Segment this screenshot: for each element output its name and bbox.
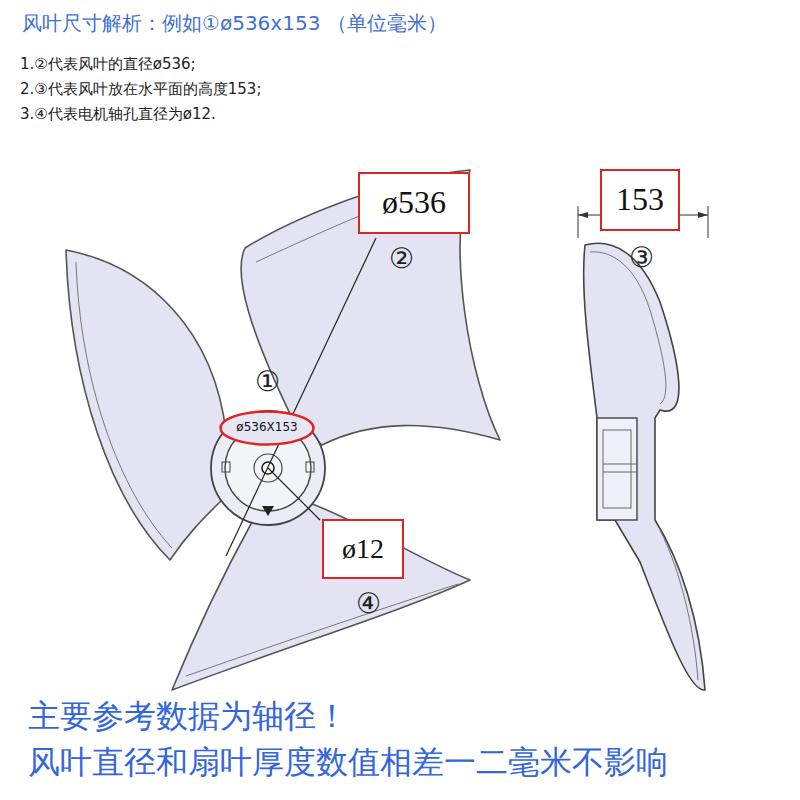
- leader-line: [226, 238, 376, 556]
- note-text: 主要参考数据为轴径！: [28, 698, 348, 735]
- callout-number: ①: [255, 366, 280, 398]
- dimension-box: ø536: [358, 172, 470, 234]
- page-title: 风叶尺寸解析：例如①ø536x153 （单位毫米）: [22, 10, 447, 37]
- dimension-box: 153: [600, 169, 680, 231]
- callout-number: ③: [629, 242, 654, 274]
- callout-ellipse: ø536X153: [219, 410, 315, 446]
- fan-blade: [241, 170, 500, 445]
- dimension-box: ø12: [322, 519, 404, 579]
- side-view: [578, 206, 708, 690]
- box-text: ø536: [382, 185, 446, 220]
- note-line: 1.②代表风叶的直径ø536;: [20, 56, 196, 73]
- box-text: ø12: [342, 534, 384, 565]
- fan-blade: [66, 250, 226, 560]
- note-line: 2.③代表风叶放在水平面的高度153;: [20, 81, 261, 98]
- box-text: 153: [616, 182, 664, 217]
- callout-number: ④: [356, 588, 381, 620]
- box-text: ø536X153: [236, 421, 297, 434]
- fan-hub: [211, 411, 325, 525]
- callout-number: ②: [389, 243, 414, 275]
- note-text: 风叶直径和扇叶厚度数值相差一二毫米不影响: [28, 744, 668, 781]
- fan-blade: [172, 500, 470, 690]
- note-line: 3.④代表电机轴孔直径为ø12.: [20, 106, 216, 123]
